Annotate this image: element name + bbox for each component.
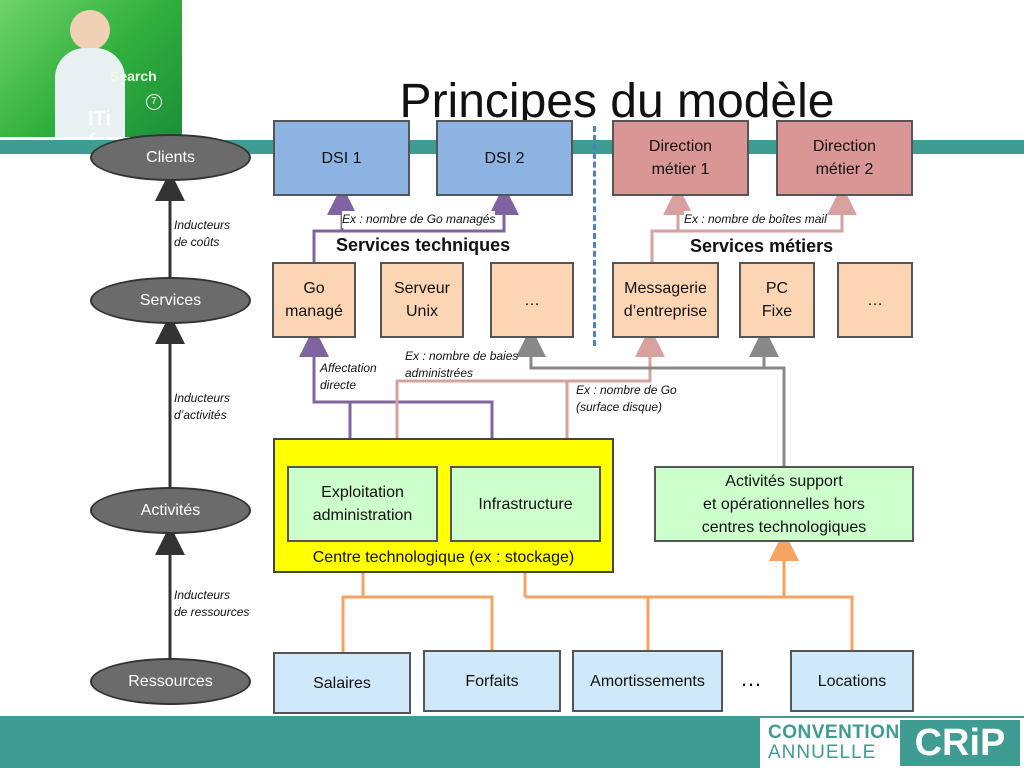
heading-services-metiers: Services métiers (690, 236, 834, 256)
service-metier-more: … (837, 262, 913, 338)
note-boites-mail: Ex : nombre de boîtes mail (684, 211, 827, 228)
resource-amortissements: Amortissements (572, 650, 723, 712)
gray-support-to-tech-more (516, 327, 764, 370)
level-ressources: Ressources (90, 658, 251, 705)
level-activites: Activités (90, 487, 251, 534)
pink-mail-to-dir (650, 185, 857, 262)
logo-number-badge: 7 (146, 94, 162, 110)
service-tech-more: … (490, 262, 574, 338)
clients-divider (593, 126, 596, 346)
resource-locations: Locations (790, 650, 914, 712)
orange-amort-locations (525, 595, 854, 652)
heading-services-techniques: Services techniques (336, 235, 511, 255)
convention-line1: CONVENTION (768, 722, 900, 743)
note-go-manages: Ex : nombre de Go managés (342, 211, 496, 228)
pink-exploitation-to-mail (395, 327, 665, 466)
slide-title: Principes du modèle (399, 75, 835, 128)
convention-crip-logo: CONVENTION ANNUELLE CRiP (760, 718, 1024, 768)
gray-support-to-pc (749, 327, 786, 466)
purple-exploitation-to-go (299, 327, 352, 466)
convention-line2: ANNUELLE (768, 742, 877, 763)
client-dsi2: DSI 2 (436, 120, 573, 196)
resource-ellipsis: … (740, 666, 762, 691)
person-head-graphic (70, 10, 110, 50)
note-surface-disque: Ex : nombre de Go(surface disque) (576, 383, 677, 414)
crip-brand: CRiP (900, 720, 1020, 766)
purple-go-to-dsi (312, 185, 519, 262)
level-services: Services (90, 277, 251, 324)
orange-salaires-forfaits (341, 595, 494, 652)
person-body-graphic (55, 48, 125, 137)
logo-search-text: Search (110, 68, 157, 84)
logo-brand-text: ITi forums (88, 108, 156, 137)
centre-technologique-label: Centre technologique (ex : stockage) (312, 549, 575, 566)
iti-forums-logo: Search 7 ITi forums (0, 0, 182, 137)
resource-forfaits: Forfaits (423, 650, 561, 712)
activity-infrastructure: Infrastructure (450, 466, 601, 542)
resource-salaires: Salaires (273, 652, 411, 714)
level-clients: Clients (90, 134, 251, 181)
client-dsi1: DSI 1 (273, 120, 410, 196)
